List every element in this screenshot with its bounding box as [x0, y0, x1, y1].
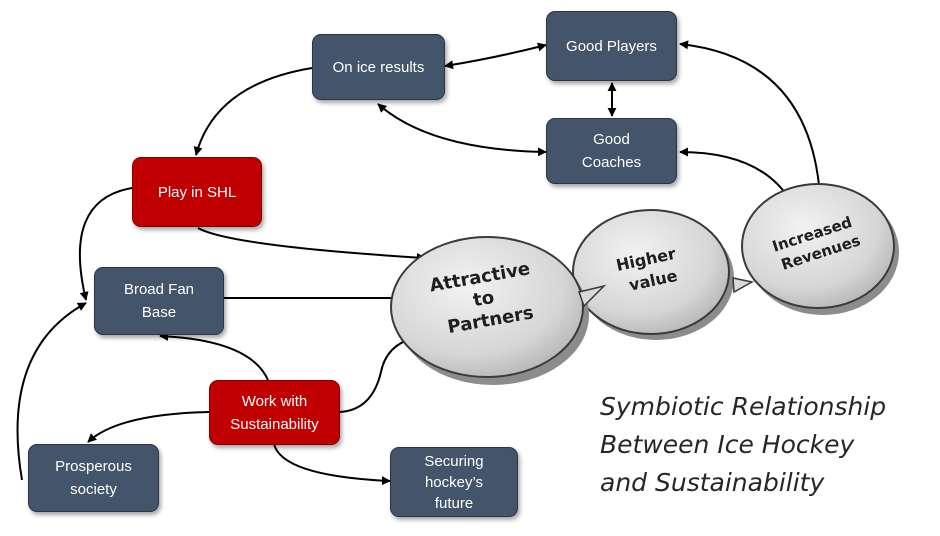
node-on-ice-results: On ice results: [312, 34, 445, 100]
arrow-sustain-fanbase: [159, 331, 269, 381]
arrow-players-results: [444, 42, 547, 70]
node-good-coaches: Good Coaches: [546, 118, 677, 184]
node-work-with-sustainability: Work with Sustainability: [209, 380, 340, 445]
circle-higher-value: Higher value: [572, 209, 755, 340]
node-broad-fan-base: Broad Fan Base: [94, 267, 224, 335]
connectors: [16, 40, 821, 486]
attractive-line-2: to: [471, 287, 495, 311]
arrow-sustain-prosperous: [87, 411, 210, 443]
node-good-players: Good Players: [546, 11, 677, 81]
arrow-shl-fanbase: [78, 187, 133, 301]
arrow-results-shl: [193, 67, 313, 156]
arrow-sustain-securing: [273, 443, 391, 486]
node-securing-hockeys-future: Securing hockey’s future: [390, 447, 518, 517]
arrow-prosperous-fanbase: [16, 302, 87, 481]
circle-attractive-to-partners: Attractive to Partners: [390, 236, 607, 385]
circle-increased-revenues: Increased Revenues: [741, 183, 899, 315]
arrow-sustain-attractive: [339, 335, 414, 413]
arrow-revenues-players: [679, 40, 821, 197]
node-prosperous-society: Prosperous society: [28, 444, 159, 512]
arrow-revenues-coaches: [679, 147, 791, 201]
node-play-in-shl: Play in SHL: [132, 157, 262, 227]
arrow-shl-attractive: [197, 227, 426, 262]
arrow-coaches-results: [377, 103, 547, 157]
diagram-title: Symbiotic Relationship Between Ice Hocke…: [600, 392, 887, 497]
